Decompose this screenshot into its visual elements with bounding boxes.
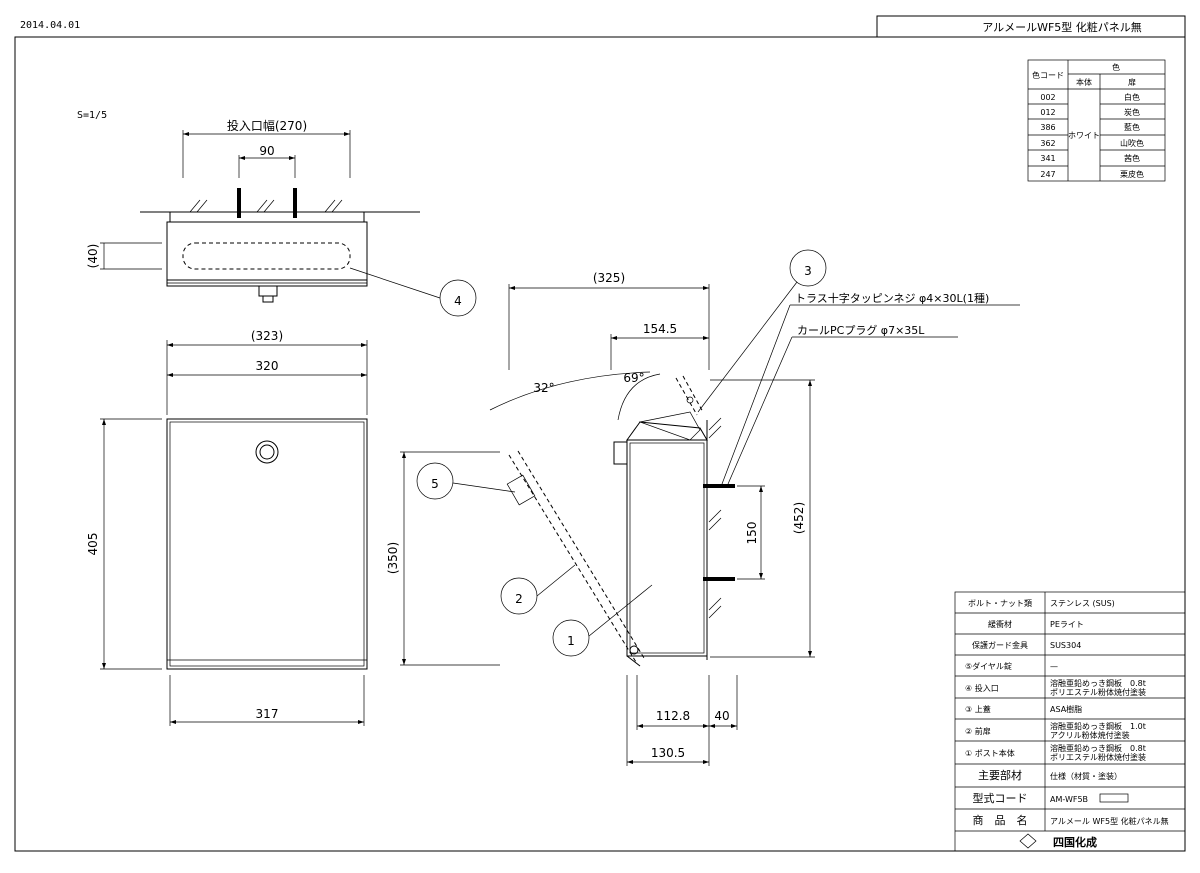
callout-4: 4 (349, 267, 477, 317)
color-code-4: 362 (1040, 139, 1055, 148)
dim-90: 90 (259, 144, 274, 158)
main-parts-label: 主要部材 (978, 768, 1022, 782)
spec-part-3: 保護ガード金具 (972, 640, 1028, 650)
spec-part-1: ボルト・ナット類 (968, 598, 1032, 608)
dim-325: (325) (593, 271, 625, 285)
door-color-2: 炭色 (1124, 107, 1140, 117)
callout-3: 3 (697, 249, 827, 413)
drawing-title: アルメールWF5型 化粧パネル無 (982, 20, 1142, 34)
dim-405: 405 (86, 533, 100, 556)
dim-150: 150 (745, 522, 759, 545)
top-view: 投入口幅(270) 90 (40) (86, 118, 420, 303)
dim-323: (323) (251, 329, 283, 343)
color-header: 色 (1112, 62, 1120, 72)
callout-4-label: 4 (454, 294, 462, 308)
spec-part-2: 緩衝材 (988, 619, 1012, 629)
product-name-value: アルメール WF5型 化粧パネル無 (1050, 816, 1169, 826)
callout-screw: トラス十字タッピンネジ φ4×30L(1種) (721, 291, 1020, 485)
spec-value-2: PEライト (1050, 620, 1084, 629)
drawing-date: 2014.04.01 (20, 20, 80, 31)
product-name-label: 商 品 名 (973, 813, 1028, 827)
callout-2-label: 2 (515, 592, 523, 606)
spec-value-5b: ポリエステル粉体焼付塗装 (1050, 687, 1146, 697)
angle-32: 32° (533, 381, 554, 395)
callout-5: 5 (416, 462, 516, 500)
company-name: 四国化成 (1053, 835, 1097, 849)
model-code-label: 型式コード (973, 791, 1028, 805)
spec-part-8: ① ポスト本体 (965, 748, 1015, 758)
door-header: 扉 (1128, 77, 1136, 87)
callout-1: 1 (552, 584, 653, 657)
callout-plug: カールPCプラグ φ7×35L (727, 323, 958, 485)
callout-2: 2 (500, 564, 576, 615)
color-code-5: 341 (1040, 154, 1055, 163)
color-code-6: 247 (1040, 170, 1055, 179)
spec-value-7b: アクリル粉体焼付塗装 (1050, 730, 1130, 740)
callout-5-label: 5 (431, 477, 439, 491)
drawing-frame (14, 36, 1186, 852)
dim-40p: (40) (86, 244, 100, 269)
color-code-header: 色コード (1032, 70, 1064, 80)
color-code-2: 012 (1040, 108, 1055, 117)
color-code-1: 002 (1040, 93, 1055, 102)
color-code-3: 386 (1040, 123, 1055, 132)
spec-value-4: — (1050, 662, 1058, 671)
angle-69: 69° (623, 371, 644, 385)
spec-value-7: 溶融亜鉛めっき鋼板 1.0t (1050, 721, 1146, 731)
body-header: 本体 (1076, 77, 1092, 87)
dim-452: (452) (792, 502, 806, 534)
main-parts-value: 仕様（材質・塗装） (1050, 771, 1122, 781)
spec-part-4: ⑤ダイヤル錠 (965, 661, 1012, 671)
dim-112: 112.8 (656, 709, 690, 723)
door-color-5: 茜色 (1124, 153, 1140, 163)
door-color-3: 藍色 (1124, 122, 1140, 132)
body-color: ホワイト (1068, 131, 1100, 140)
model-code-value: AM-WF5B (1050, 795, 1088, 804)
dim-317: 317 (256, 707, 279, 721)
spec-value-8b: ポリエステル粉体焼付塗装 (1050, 752, 1146, 762)
screw-label: トラス十字タッピンネジ φ4×30L(1種) (795, 291, 989, 305)
dim-130: 130.5 (651, 746, 685, 760)
title-box (876, 15, 1186, 38)
dim-154: 154.5 (643, 322, 677, 336)
dim-40: 40 (714, 709, 729, 723)
callout-3-label: 3 (804, 264, 812, 278)
spec-value-5: 溶融亜鉛めっき鋼板 0.8t (1050, 678, 1146, 688)
scale-label: S=1/5 (77, 110, 107, 121)
front-view: (323) 320 405 317 (86, 329, 368, 726)
spec-value-3: SUS304 (1050, 641, 1081, 650)
callout-1-label: 1 (567, 634, 575, 648)
spec-value-1: ステンレス (SUS) (1050, 599, 1115, 608)
dim-320: 320 (256, 359, 279, 373)
spec-value-6: ASA樹脂 (1050, 704, 1082, 714)
spec-part-7: ② 前扉 (965, 726, 991, 736)
spec-value-8: 溶融亜鉛めっき鋼板 0.8t (1050, 743, 1146, 753)
door-color-4: 山吹色 (1120, 138, 1144, 148)
spec-part-5: ④ 投入口 (965, 683, 999, 693)
color-table: 色コード 色 本体 扉 ホワイト 002 白色 012 炭色 386 藍色 36… (1027, 59, 1166, 182)
slot-width-dim: 投入口幅(270) (227, 118, 307, 133)
door-color-1: 白色 (1124, 92, 1140, 102)
side-view: (325) 154.5 32° 69° (386, 271, 815, 766)
door-color-6: 栗皮色 (1120, 169, 1144, 179)
dim-350: (350) (386, 542, 400, 574)
spec-table: ボルト・ナット類 ステンレス (SUS) 緩衝材 PEライト 保護ガード金具 S… (954, 591, 1186, 852)
plug-label: カールPCプラグ φ7×35L (797, 323, 925, 337)
spec-part-6: ③ 上蓋 (965, 704, 991, 714)
